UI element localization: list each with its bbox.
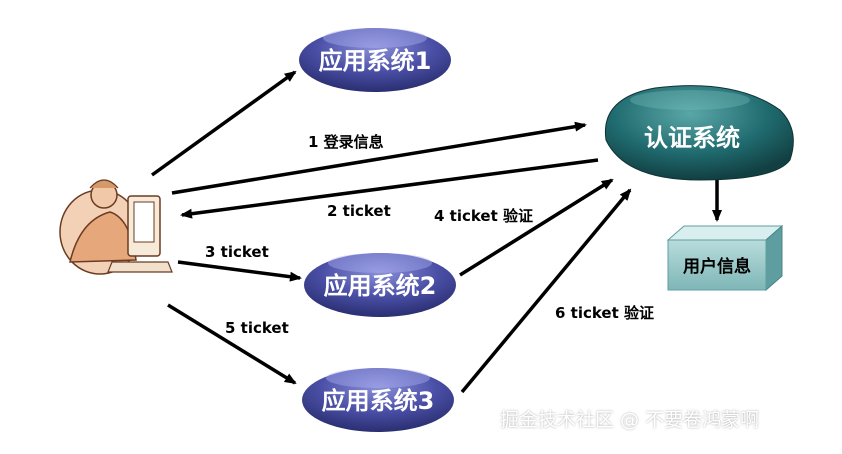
edge-label-ticket-3: 3 ticket	[205, 243, 269, 261]
edge-label-ticket-2: 2 ticket	[327, 202, 391, 220]
user-person-icon	[59, 179, 173, 275]
arrow-user-to-app2	[177, 260, 302, 282]
edge-label-verify-6: 6 ticket 验证	[555, 304, 654, 322]
edge-label-verify-4: 4 ticket 验证	[434, 207, 533, 225]
arrows	[150, 70, 722, 394]
arrow-app2-to-auth	[459, 178, 614, 277]
app-system-2-node: 应用系统2	[304, 253, 456, 317]
arrow-app3-to-auth	[460, 188, 632, 394]
edge-label-ticket-5: 5 ticket	[225, 319, 289, 337]
arrow-auth-to-user-ticket	[180, 158, 599, 219]
auth-system-node: 认证系统	[604, 85, 794, 181]
arrow-user-to-app1	[150, 70, 297, 177]
app-system-2-label: 应用系统2	[324, 272, 437, 300]
arrow-user-to-app3	[167, 303, 297, 385]
app-system-3-node: 应用系统3	[302, 368, 454, 432]
user-info-label: 用户信息	[683, 256, 751, 277]
user-info-box: 用户信息	[666, 224, 784, 292]
edge-label-login: 1 登录信息	[308, 133, 384, 151]
auth-system-label: 认证系统	[644, 124, 740, 152]
arrow-user-to-auth-login	[171, 121, 587, 195]
app-system-1-node: 应用系统1	[299, 28, 451, 92]
app-system-1-label: 应用系统1	[319, 47, 432, 75]
app-system-3-label: 应用系统3	[322, 387, 435, 415]
watermark-text: 掘金技术社区 @ 不要卷鸿蒙啊	[500, 409, 760, 431]
